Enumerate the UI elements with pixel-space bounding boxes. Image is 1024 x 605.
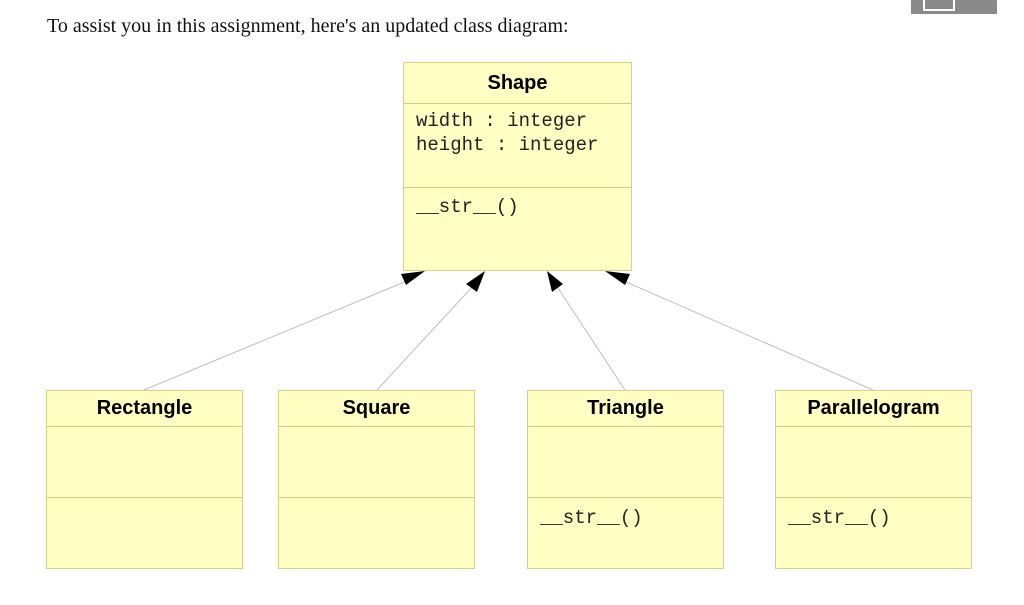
class-parallelogram-method: __str__() <box>788 507 891 529</box>
class-shape-attribute: height : integer <box>416 134 599 156</box>
corner-window-control[interactable] <box>911 0 997 14</box>
class-square[interactable]: Square <box>278 390 475 569</box>
arrowhead-triangle-shape <box>547 271 563 292</box>
class-triangle-divider-attributes <box>528 497 723 498</box>
class-parallelogram[interactable]: Parallelogram __str__() <box>775 390 972 569</box>
class-shape-name: Shape <box>487 72 548 94</box>
arrowhead-parallelogram-shape <box>605 271 630 285</box>
class-rectangle-divider-attributes <box>47 497 242 498</box>
class-triangle-name: Triangle <box>587 397 664 419</box>
class-square-name: Square <box>342 397 411 419</box>
class-shape-divider-attributes <box>404 187 631 188</box>
edge-triangle-shape <box>555 284 626 391</box>
class-shape-divider-name <box>404 103 631 104</box>
arrowhead-rectangle-shape <box>401 271 425 285</box>
class-rectangle-divider-name <box>47 426 242 427</box>
class-shape[interactable]: Shape width : integer height : integer _… <box>403 62 632 271</box>
arrowhead-square-shape <box>466 271 485 292</box>
edge-parallelogram-shape <box>616 277 874 391</box>
class-triangle-divider-name <box>528 426 723 427</box>
class-parallelogram-divider-attributes <box>776 497 971 498</box>
class-shape-method: __str__() <box>416 196 519 218</box>
class-parallelogram-name: Parallelogram <box>807 397 940 419</box>
edge-rectangle-shape <box>143 277 415 391</box>
class-shape-attribute: width : integer <box>416 110 588 132</box>
class-rectangle[interactable]: Rectangle <box>46 390 243 569</box>
class-triangle[interactable]: Triangle __str__() <box>527 390 724 569</box>
class-square-divider-name <box>279 426 474 427</box>
intro-text: To assist you in this assignment, here's… <box>47 15 569 37</box>
class-square-divider-attributes <box>279 497 474 498</box>
window-icon <box>923 0 955 11</box>
class-parallelogram-divider-name <box>776 426 971 427</box>
edge-square-shape <box>376 284 475 391</box>
class-triangle-method: __str__() <box>540 507 643 529</box>
class-rectangle-name: Rectangle <box>96 397 193 419</box>
